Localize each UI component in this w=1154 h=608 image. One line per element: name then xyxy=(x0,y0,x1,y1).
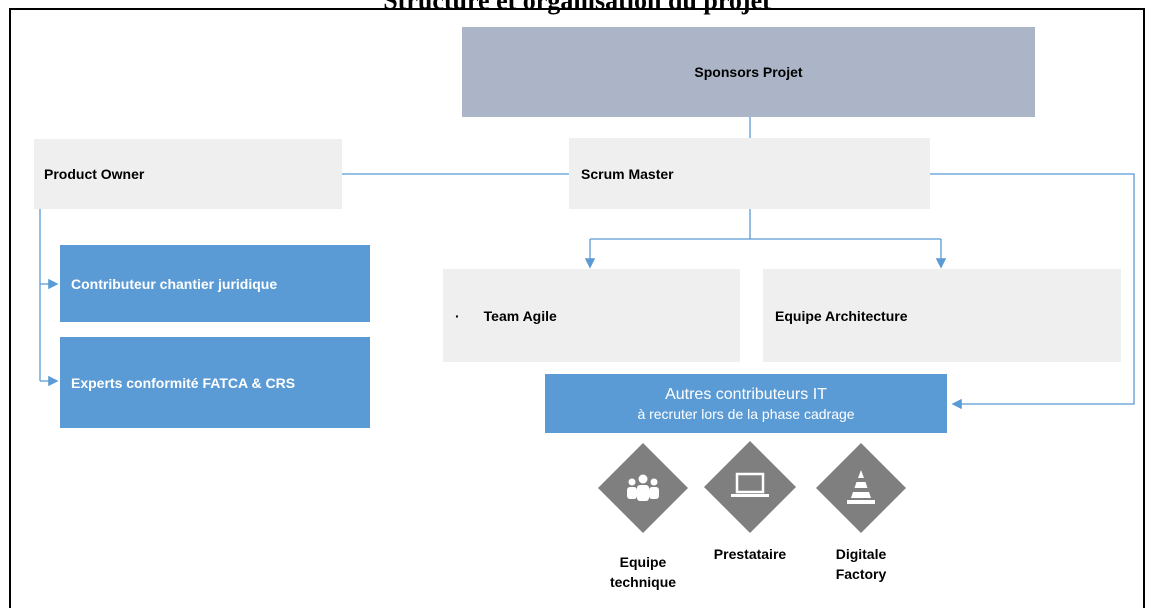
experts-conformite-label: Experts conformité FATCA & CRS xyxy=(71,374,296,391)
experts-conformite-box: Experts conformité FATCA & CRS xyxy=(60,337,370,428)
scrum-master-label: Scrum Master xyxy=(581,165,674,182)
scrum-master-box: Scrum Master xyxy=(569,138,930,209)
digitale-factory-label: Digitale Factory xyxy=(835,546,887,582)
product-owner-box: Product Owner xyxy=(34,139,342,209)
contributeur-juridique-label: Contributeur chantier juridique xyxy=(71,275,278,292)
sponsors-projet-box: Sponsors Projet xyxy=(462,27,1035,117)
autres-contributeurs-subtitle: à recruter lors de la phase cadrage xyxy=(637,405,855,422)
page-title: Structure et organisation du projet xyxy=(383,0,771,15)
bullet-point: · xyxy=(455,307,460,324)
sponsors-projet-label: Sponsors Projet xyxy=(694,64,803,80)
team-agile-label: Team Agile xyxy=(483,307,557,324)
autres-contributeurs-box: Autres contributeurs IT à recruter lors … xyxy=(545,374,947,433)
prestataire-label: Prestataire xyxy=(713,546,787,562)
equipe-architecture-label: Equipe Architecture xyxy=(775,307,908,324)
equipe-technique-label: Equipe technique xyxy=(609,554,677,590)
equipe-architecture-box: Equipe Architecture xyxy=(763,269,1121,362)
team-agile-box: · Team Agile xyxy=(443,269,740,362)
laptop-icon xyxy=(703,440,797,534)
contributeur-juridique-box: Contributeur chantier juridique xyxy=(60,245,370,322)
product-owner-label: Product Owner xyxy=(44,166,145,182)
cone-icon xyxy=(815,442,907,534)
people-icon xyxy=(597,442,689,534)
diagram-frame xyxy=(9,8,1145,608)
autres-contributeurs-title: Autres contributeurs IT xyxy=(665,385,827,403)
